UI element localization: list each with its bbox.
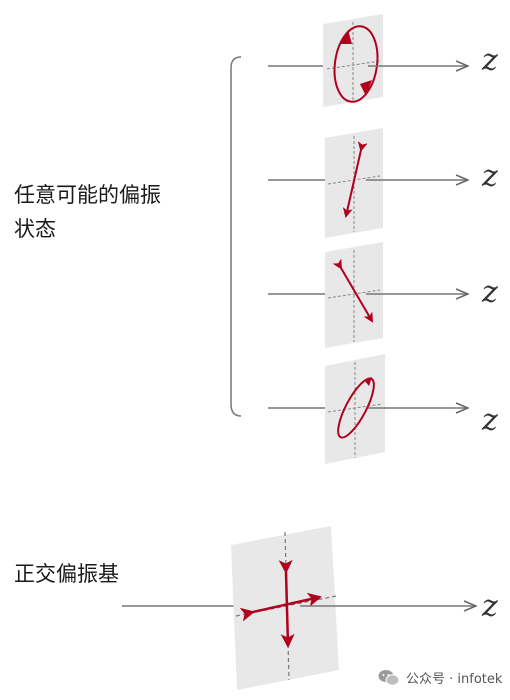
z-axis-label: z <box>481 403 498 438</box>
orthogonal-basis: z <box>122 526 498 690</box>
arrow-head <box>364 377 372 386</box>
linear-polarization-arrow <box>342 141 368 218</box>
state-circular: z <box>268 14 498 107</box>
arbitrary-states-line-1: 任意可能的偏振 <box>14 183 161 207</box>
state-linear-right: z <box>268 128 498 238</box>
dashed-axis-horizontal <box>326 60 381 70</box>
arrow-head <box>360 80 372 96</box>
state-elliptical: z <box>268 354 498 464</box>
circular-polarization-loop <box>333 25 379 103</box>
wechat-icon <box>378 669 400 686</box>
linear-polarization-arrow <box>332 258 374 323</box>
watermark-text: 公众号 · infotek <box>406 672 503 687</box>
dashed-axis-horizontal <box>327 403 383 413</box>
z-axis-label: z <box>481 275 498 310</box>
watermark: 公众号 · infotek <box>378 668 502 687</box>
z-axis-label: z <box>481 589 498 624</box>
grouping-brace <box>230 56 242 417</box>
arbitrary-states-label: 任意可能的偏振 状态 <box>14 178 161 246</box>
z-axis-label: z <box>481 159 498 194</box>
orthogonal-basis-label: 正交偏振基 <box>14 562 119 586</box>
z-axis-label: z <box>481 43 498 78</box>
elliptical-polarization-loop <box>337 377 375 439</box>
arbitrary-states-line-2: 状态 <box>14 217 56 241</box>
horizontal-polarization-arrow <box>239 592 322 622</box>
polarization-plane <box>231 526 339 690</box>
state-linear-left: z <box>268 242 498 348</box>
dashed-axis-vertical <box>284 531 290 681</box>
arrow-head <box>340 30 352 44</box>
